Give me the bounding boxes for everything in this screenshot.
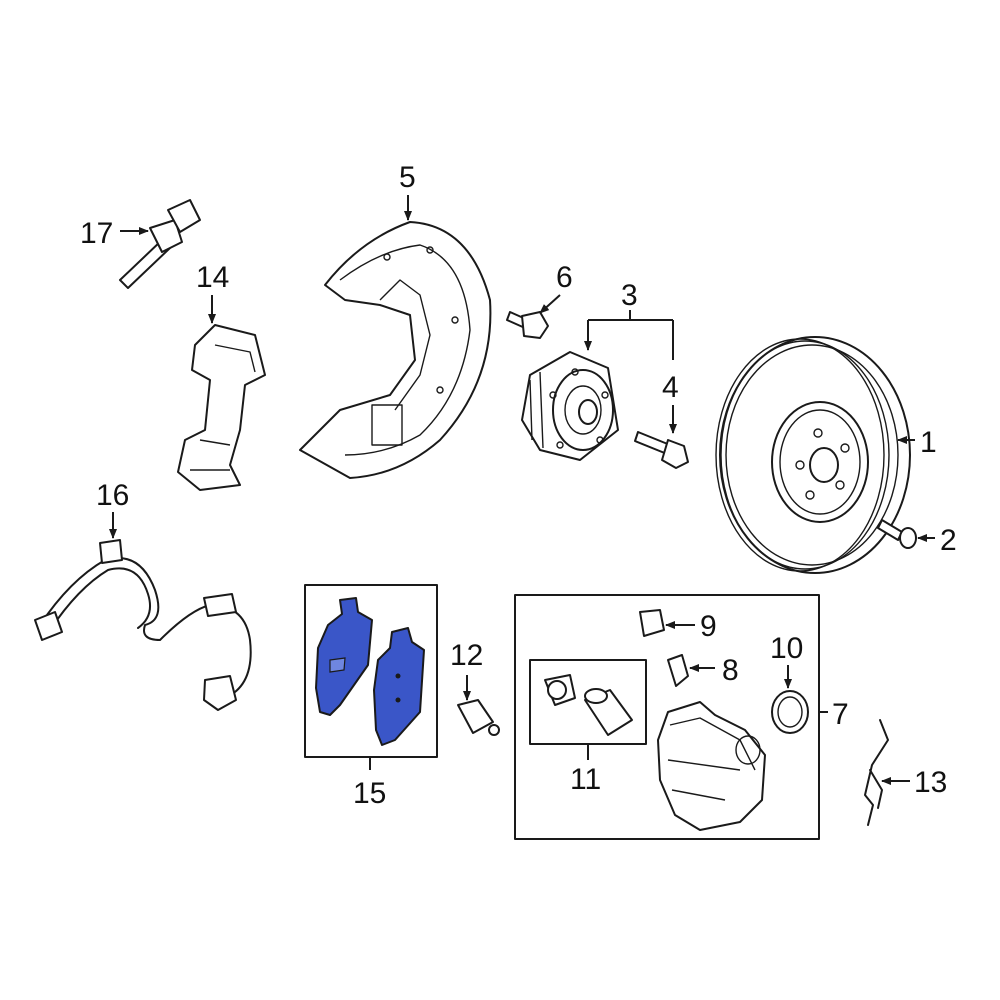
caliper-bracket (177, 324, 266, 491)
callout-3: 3 (621, 279, 638, 312)
leader-lines (109, 195, 935, 785)
brake-rotor (715, 336, 911, 574)
callout-5: 5 (399, 161, 416, 194)
callout-6: 6 (556, 261, 573, 294)
caliper-housing (657, 701, 766, 831)
callout-1: 1 (920, 426, 937, 459)
rotor-screw (877, 519, 917, 549)
pin-kit-box (529, 659, 647, 745)
callout-14: 14 (196, 261, 229, 294)
callout-10: 10 (770, 632, 803, 665)
bleeder-screw (667, 654, 689, 687)
dust-cap (639, 609, 665, 637)
callout-16: 16 (96, 479, 129, 512)
caliper-pin (457, 699, 500, 736)
shield-bolt (506, 311, 549, 339)
caliper-assembly-box (514, 594, 820, 840)
hub-bolt (634, 431, 689, 469)
guide-pin (119, 199, 201, 289)
callout-13: 13 (914, 766, 947, 799)
hub-bearing (521, 351, 619, 461)
callout-17: 17 (80, 217, 113, 250)
callout-4: 4 (662, 371, 679, 404)
pin-kit (544, 674, 633, 736)
callout-2: 2 (940, 524, 957, 557)
splash-shield (299, 221, 492, 479)
callout-12: 12 (450, 639, 483, 672)
abs-sensor-harness (34, 539, 252, 711)
callout-8: 8 (722, 654, 739, 687)
callout-15: 15 (353, 777, 386, 810)
brake-pads (315, 597, 425, 746)
callout-9: 9 (700, 610, 717, 643)
anti-rattle-clip (864, 719, 889, 826)
callout-7: 7 (832, 698, 849, 731)
callout-11: 11 (570, 763, 601, 796)
piston-seal (771, 690, 809, 734)
